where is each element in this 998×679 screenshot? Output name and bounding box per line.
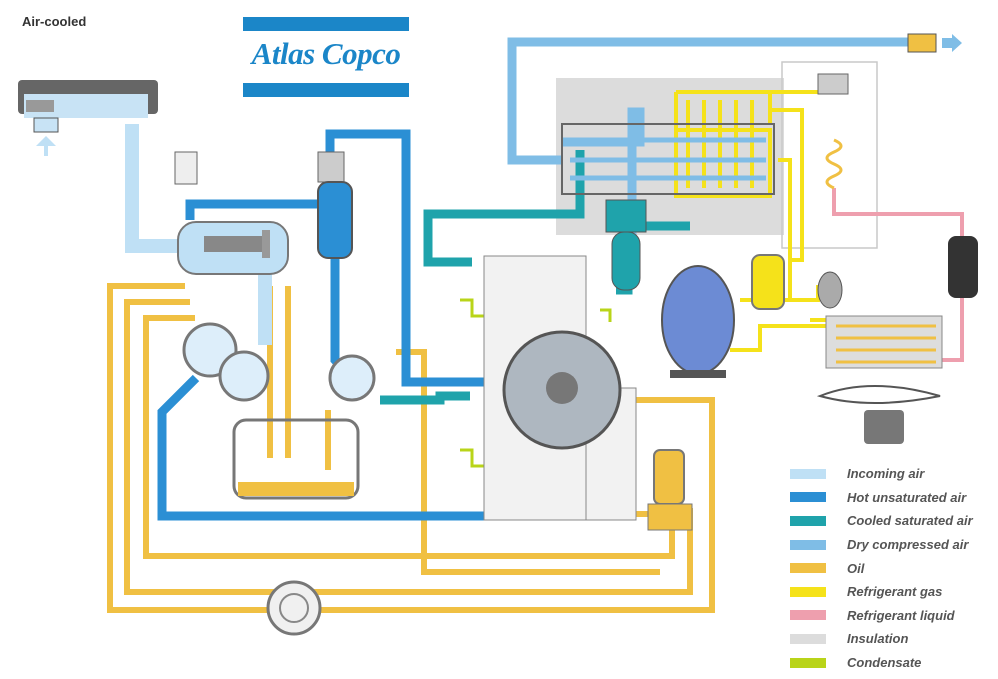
legend-swatch [790,468,826,479]
legend-label: Refrigerant gas [847,584,943,600]
oil-separator-tank [232,418,360,500]
legend-swatch [790,633,826,644]
expansion-coil [817,73,849,190]
insulation-box [556,78,784,235]
screw-element [182,322,270,402]
liquid-receiver [948,236,978,298]
oil-lines [107,283,715,613]
logo-wordmark: Atlas Copco [251,36,401,71]
legend: Incoming air Hot unsaturated air Cooled … [790,462,995,674]
cooling-fan [502,330,622,450]
legend-item-incoming-air: Incoming air [790,462,995,486]
incoming-air-lines [125,124,272,345]
legend-item-hot-unsaturated-air: Hot unsaturated air [790,486,995,510]
second-stage-element [328,354,376,402]
legend-label: Condensate [847,655,922,671]
condenser-fan [816,385,941,444]
page-subtitle: Air-cooled [22,14,87,29]
oil-filter [266,580,322,636]
legend-item-condensate: Condensate [790,651,995,675]
incoming-air-arrow [36,136,56,156]
legend-label: Dry compressed air [847,537,969,553]
legend-label: Cooled saturated air [847,513,973,529]
legend-swatch [790,657,826,668]
refrigerant-compressor [661,265,735,378]
refrigerant-condenser [825,315,943,369]
legend-label: Refrigerant liquid [847,607,955,623]
intake-filter-element [174,151,198,185]
minimum-pressure-valve [317,151,353,259]
thermostatic-valve [647,449,693,531]
legend-swatch [790,515,826,526]
legend-label: Insulation [847,631,909,647]
water-separator [605,199,647,291]
logo-bar-bottom [243,83,409,97]
refrigerant-liquid-lines [832,188,964,362]
inlet-valve [177,221,289,275]
legend-swatch [790,539,826,550]
legend-label: Hot unsaturated air [847,489,967,505]
logo-bar-top [243,17,409,31]
outlet-ball-valve [907,33,962,53]
condensate-lines [460,298,612,468]
legend-item-insulation: Insulation [790,627,995,651]
legend-swatch [790,492,826,503]
legend-swatch [790,610,826,621]
legend-label: Incoming air [847,466,925,482]
legend-item-refrigerant-gas: Refrigerant gas [790,580,995,604]
legend-item-oil: Oil [790,556,995,580]
legend-label: Oil [847,560,865,576]
legend-swatch [790,563,826,574]
brand-logo: Atlas Copco [243,17,409,97]
legend-item-cooled-saturated-air: Cooled saturated air [790,509,995,533]
air-inlet-filter [18,80,158,133]
air-to-air-heat-exchanger [561,123,775,195]
legend-swatch [790,586,826,597]
legend-item-dry-compressed-air: Dry compressed air [790,533,995,557]
hot-gas-bypass-valve [817,271,843,309]
dryer-frame [781,61,878,249]
liquid-separator [751,254,785,310]
legend-item-refrigerant-liquid: Refrigerant liquid [790,604,995,628]
